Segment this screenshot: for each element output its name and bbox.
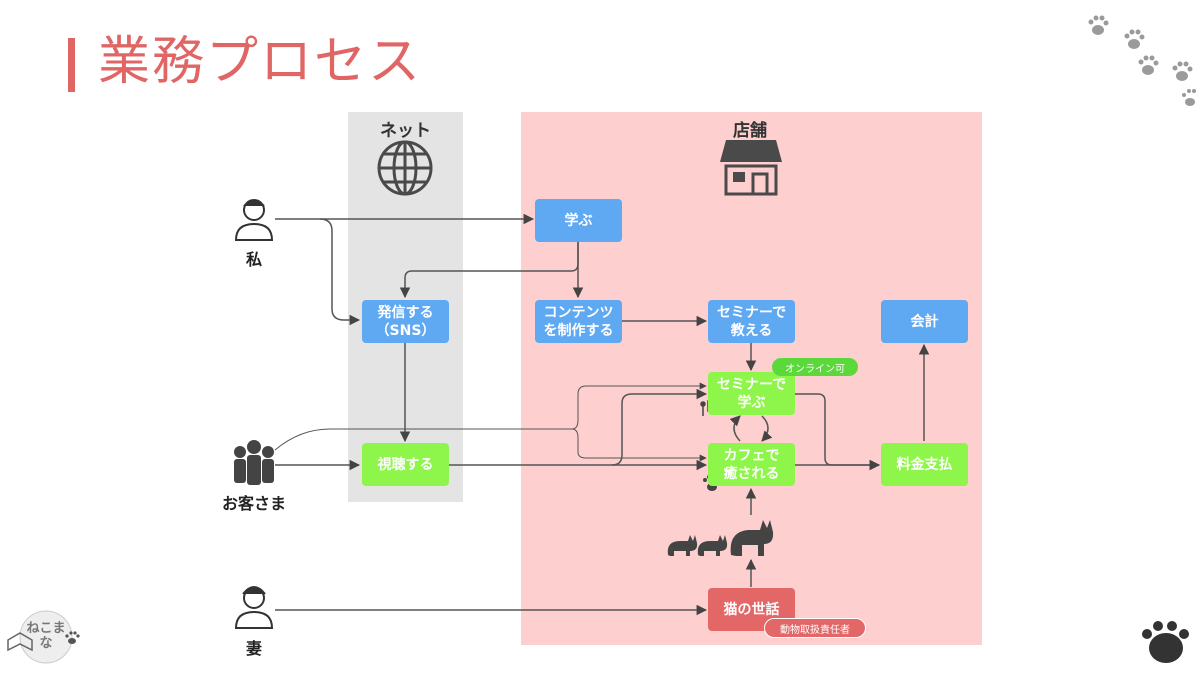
logo-icon xyxy=(7,610,80,664)
box-cafe-heal: カフェで 癒される xyxy=(708,443,795,486)
box-accounting: 会計 xyxy=(881,300,968,343)
page-number: 15 xyxy=(1159,644,1173,657)
box-teach-seminar: セミナーで 教える xyxy=(708,300,795,343)
edge-customers-cafe xyxy=(571,428,707,462)
page-paw-icon xyxy=(1142,621,1189,663)
actor-customers-label: お客さま xyxy=(221,494,286,513)
badge-animal-handler: 動物取扱責任者 xyxy=(764,618,866,638)
cat-icon xyxy=(667,520,774,556)
edge-learnseminar-cafe xyxy=(761,415,773,442)
person-icon xyxy=(234,199,274,241)
actor-wife-label: 妻 xyxy=(245,639,262,658)
box-learn-seminar: セミナーで 学ぶ xyxy=(708,372,795,415)
paw-decoration-icon xyxy=(1088,15,1196,106)
edge-cafe-learnseminar xyxy=(729,415,741,442)
edge-customers-learnseminar xyxy=(274,382,707,451)
woman-icon xyxy=(234,586,274,629)
edge-learnseminar-pay xyxy=(795,393,881,471)
box-learn: 学ぶ xyxy=(535,199,622,242)
title-accent-bar xyxy=(68,38,75,92)
shop-icon xyxy=(720,140,782,196)
store-zone-label: 店舗 xyxy=(733,121,767,141)
group-icon xyxy=(234,440,274,485)
edge-watch-learnseminar xyxy=(611,388,708,466)
edge-learn-post xyxy=(399,242,579,299)
logo-text: ねこまな xyxy=(26,621,66,651)
box-payment: 料金支払 xyxy=(881,443,968,486)
box-post-sns: 発信する （SNS） xyxy=(362,300,449,343)
edge-me-post xyxy=(319,218,361,326)
net-zone-label: ネット xyxy=(380,121,431,141)
box-make-content: コンテンツ を制作する xyxy=(535,300,622,343)
page-title: 業務プロセス xyxy=(98,32,423,92)
globe-icon xyxy=(377,140,433,196)
actor-me-label: 私 xyxy=(245,250,262,269)
badge-online: オンライン可 xyxy=(772,358,858,376)
box-watch: 視聴する xyxy=(362,443,449,486)
